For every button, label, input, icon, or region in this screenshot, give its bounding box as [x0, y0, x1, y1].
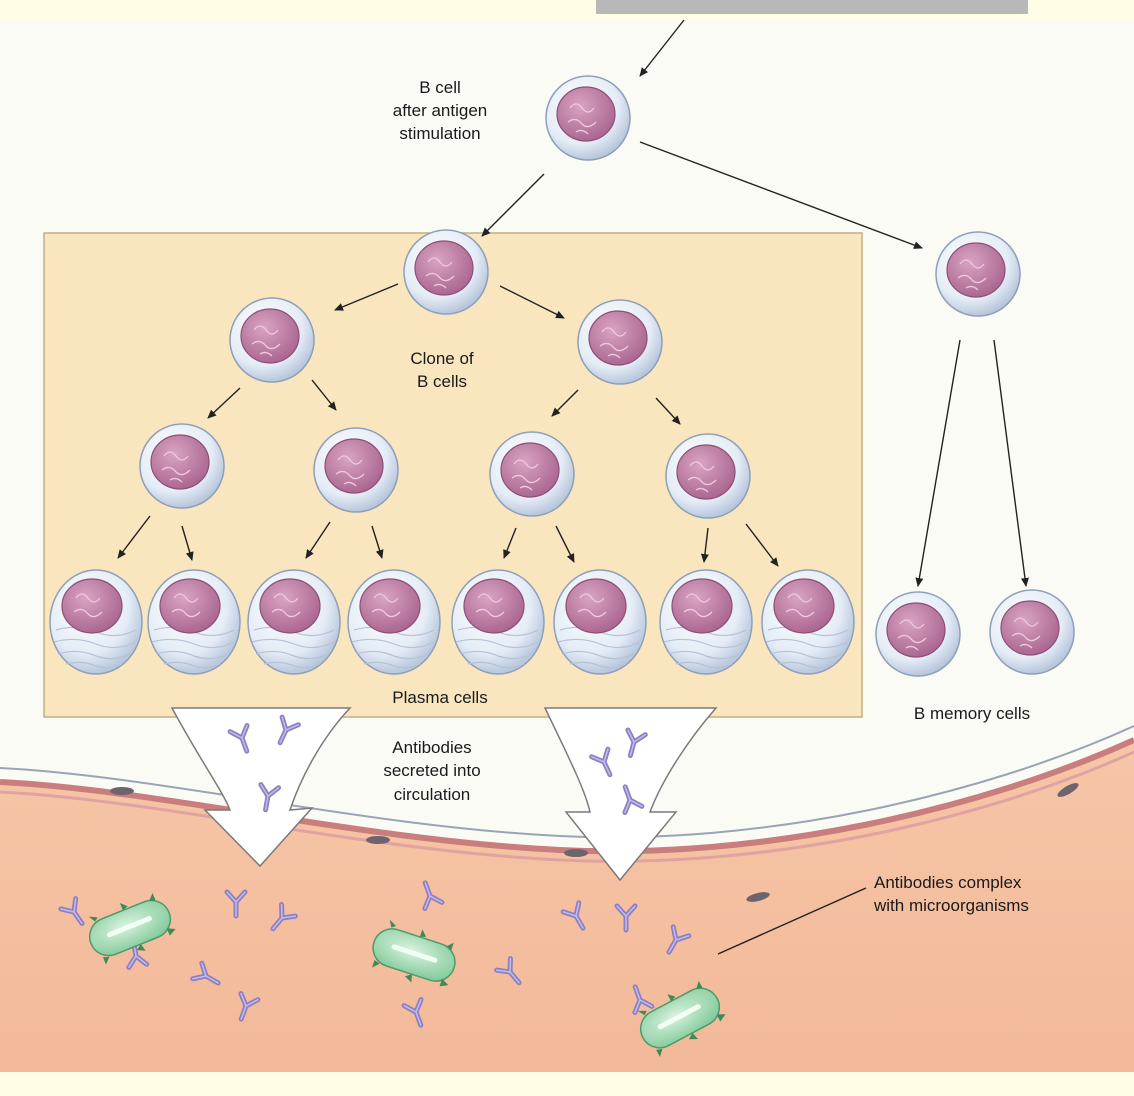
endothelial-nucleus — [746, 892, 770, 902]
plasma-cell — [49, 569, 143, 675]
clone-b-cell — [665, 433, 751, 519]
label-b-memory-cells: B memory cells — [914, 704, 1030, 723]
bottom-band — [0, 1072, 1134, 1096]
label-antibodies-complex: Antibodies complex — [874, 873, 1022, 892]
label-b-cell-after: after antigen — [393, 101, 488, 120]
endothelial-nucleus — [1057, 783, 1079, 797]
stimulated-b-cell — [545, 75, 631, 161]
label-b-cell-stimulation: stimulation — [399, 124, 480, 143]
label-antibodies-secreted: secreted into — [383, 761, 480, 780]
clone-b-cell — [577, 299, 663, 385]
label-b-cell: B cell — [419, 78, 461, 97]
endothelial-nucleus — [110, 787, 134, 795]
plasma-cell — [761, 569, 855, 675]
clone-b-cell — [489, 431, 575, 517]
clone-b-cell — [139, 423, 225, 509]
label-plasma-cells: Plasma cells — [392, 688, 487, 707]
secretion-arrow-right — [543, 707, 718, 882]
endothelial-nucleus — [366, 836, 390, 844]
b-memory-cell — [989, 589, 1075, 675]
clone-b-cell — [229, 297, 315, 383]
header-bar — [596, 0, 1028, 14]
b-memory-cell — [875, 591, 961, 677]
label-with-microorganisms: with microorganisms — [873, 896, 1029, 915]
label-clone: Clone of — [410, 349, 474, 368]
clone-b-cell — [403, 229, 489, 315]
plasma-cell — [347, 569, 441, 675]
plasma-cell — [659, 569, 753, 675]
clone-b-cell — [313, 427, 399, 513]
label-clone-b-cells: B cells — [417, 372, 467, 391]
label-antibodies-circulation: circulation — [394, 785, 471, 804]
lineage-arrows — [117, 19, 1029, 955]
plasma-cell — [451, 569, 545, 675]
plasma-cell — [147, 569, 241, 675]
plasma-cell — [247, 569, 341, 675]
plasma-cell — [553, 569, 647, 675]
memory-precursor-cell — [935, 231, 1021, 317]
endothelial-nucleus — [564, 849, 588, 857]
label-antibodies: Antibodies — [392, 738, 471, 757]
